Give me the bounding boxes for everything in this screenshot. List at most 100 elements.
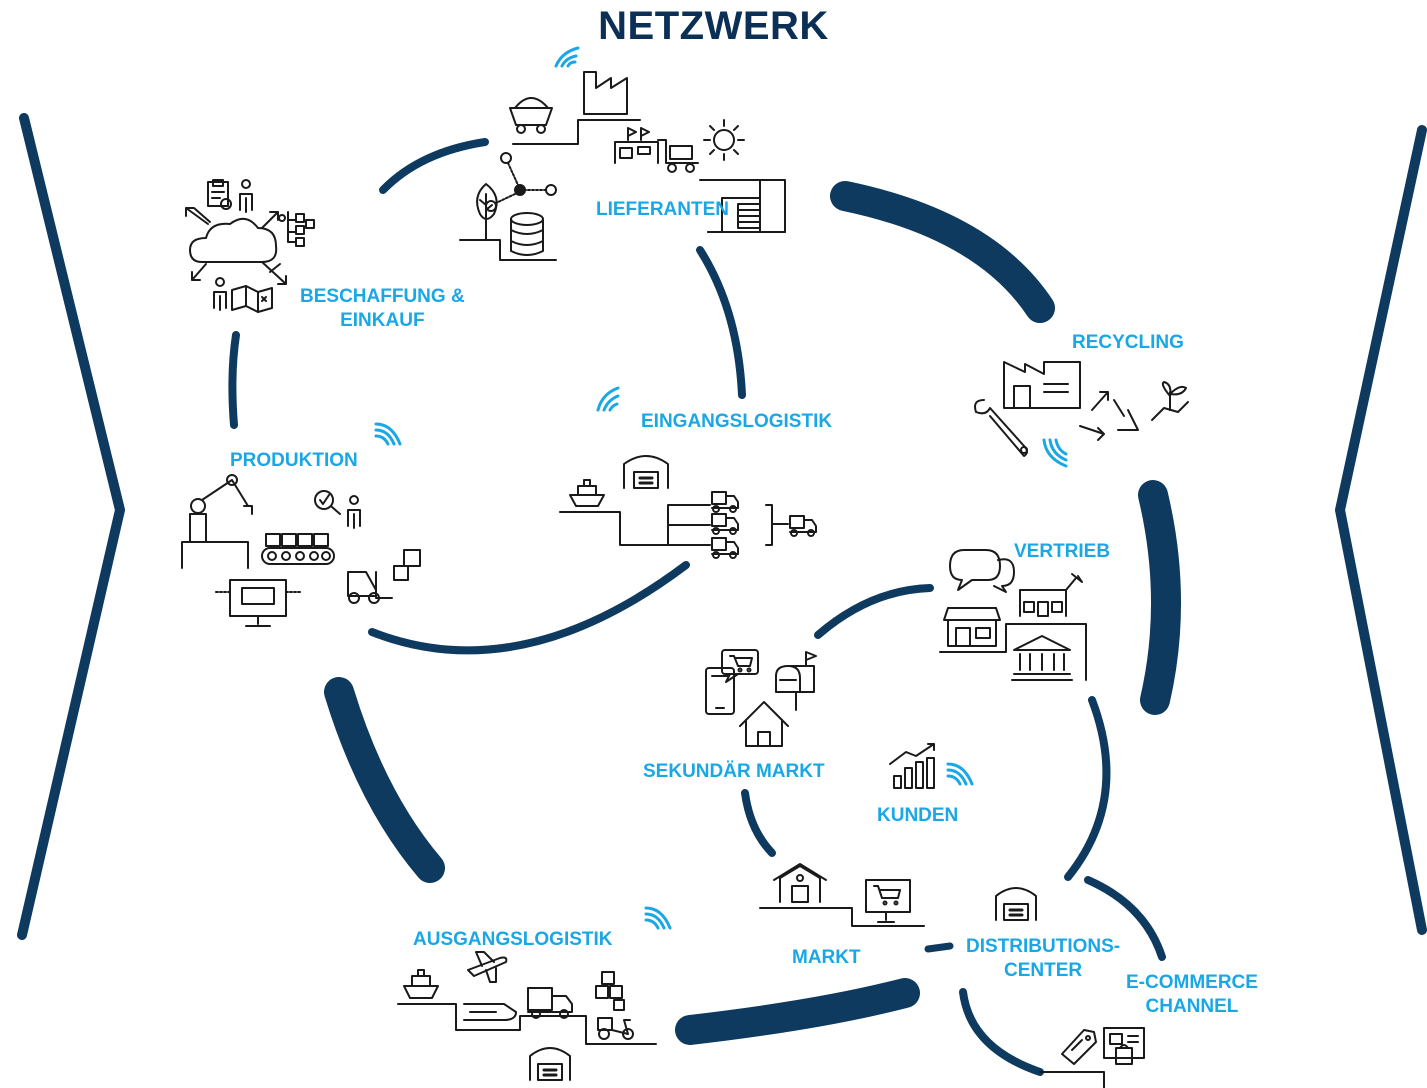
markt-step-line: [759, 907, 925, 927]
label-ausgangslogistik: AUSGANGSLOGISTIK: [413, 929, 613, 950]
ecommerce-icons: [1039, 1027, 1145, 1088]
warehouse-door-icon: [707, 179, 786, 233]
truck-icon-2: [711, 513, 739, 535]
train-icon: [463, 1003, 517, 1021]
house-icon: [739, 701, 789, 747]
supplier-step-line: [512, 119, 641, 145]
warehouse-icon: [623, 455, 669, 489]
label-sekundaer-markt: SEKUNDÄR MARKT: [643, 761, 825, 782]
label-distribution-line1: DISTRIBUTIONS-: [966, 936, 1121, 957]
produktion-icons: [181, 474, 421, 627]
wifi-icon-produktion: [374, 422, 402, 446]
arc-produktion-ausgang: [324, 677, 445, 883]
ausgangslogistik-icons: [397, 951, 657, 1081]
arrows-sw: [191, 263, 207, 281]
recycling-factory-icon: [1003, 361, 1081, 409]
arrows-ne: [261, 211, 279, 229]
wifi-icon-ausgang: [644, 906, 672, 930]
label-produktion: PRODUKTION: [230, 450, 358, 471]
eingangslogistik-icons: [559, 455, 817, 559]
arc-vertrieb-distribution: [1064, 696, 1111, 881]
cargo-bike-icon: [597, 1017, 634, 1040]
org-chart-icon: [278, 211, 315, 247]
cloud-icon: [189, 217, 278, 263]
smartphone-icon: [705, 667, 735, 715]
arc-distribution-ecommerce: [1084, 876, 1166, 961]
tree-icon: [476, 183, 498, 241]
wifi-icon-lieferanten: [554, 46, 580, 68]
arc-lieferanten-eingang: [696, 246, 746, 399]
truck-icon-3: [711, 537, 739, 559]
label-vertrieb: VERTRIEB: [1014, 541, 1111, 562]
label-ecommerce-line1: E-COMMERCE: [1126, 972, 1258, 993]
distribution-warehouse-icon: [995, 887, 1037, 921]
beschaffung-icons: [185, 179, 315, 313]
sun-icon: [703, 119, 745, 161]
production-step-line: [181, 541, 249, 569]
inspection-icon: [314, 490, 361, 529]
page-title: NETZWERK: [598, 4, 829, 48]
wifi-icon-recycling: [1042, 438, 1068, 468]
cart-bubble-icon: [721, 649, 759, 683]
mailbox-icon: [775, 651, 817, 711]
parcels-icon: [595, 971, 625, 1011]
arc-ausgang-distribution: [675, 978, 920, 1045]
arc-recycling-vertrieb: [1138, 480, 1182, 715]
label-lieferanten: LIEFERANTEN: [596, 199, 729, 220]
online-shop-icon: [865, 879, 911, 923]
price-tag-icon: [1061, 1029, 1097, 1065]
vertrieb-icons: [939, 549, 1087, 681]
arc-sekundaer-markt: [741, 789, 776, 857]
plane-icon: [467, 951, 508, 983]
store-front-icon: [773, 863, 827, 903]
right-chevron-frame: [1335, 125, 1427, 935]
label-recycling: RECYCLING: [1072, 332, 1184, 353]
truck-icon-1: [711, 491, 739, 513]
kunden-chart-icon: [889, 743, 935, 789]
label-distribution-line2: CENTER: [1003, 960, 1083, 981]
warehouse-building-icon: [614, 127, 659, 164]
sekundaer-icons: [705, 649, 817, 747]
store-building-icon: [1019, 573, 1083, 617]
ausgang-step-line: [397, 1003, 657, 1045]
shop-icon: [943, 607, 1001, 647]
arc-beschaffung-produktion: [228, 331, 240, 429]
database-icon: [510, 212, 544, 256]
truck-icon-4: [789, 515, 817, 537]
wifi-icon-kunden: [946, 762, 974, 786]
label-beschaffung-line2: EINKAUF: [340, 310, 425, 331]
label-distributionscenter: DISTRIBUTIONS- CENTER: [966, 935, 1120, 983]
label-ecommerce: E-COMMERCE CHANNEL: [1126, 971, 1258, 1019]
arc-distribution-ecommerce-icon: [959, 988, 1044, 1076]
ecommerce-base-line: [1039, 1071, 1105, 1088]
database-step-line: [459, 239, 557, 261]
mine-cart-icon: [509, 97, 553, 134]
label-beschaffung-line1: BESCHAFFUNG &: [300, 286, 465, 307]
wifi-icon-eingang: [596, 386, 620, 412]
markt-icons: [759, 863, 925, 927]
arrows-nw: [185, 207, 211, 225]
monitor-icon: [215, 579, 301, 627]
arrows-se: [261, 261, 287, 285]
left-chevron-frame: [17, 113, 125, 940]
ausgang-ship-icon: [403, 969, 439, 999]
arc-produktion-eingang: [368, 561, 690, 655]
label-eingangslogistik: EINGANGSLOGISTIK: [641, 411, 833, 432]
eingang-bracket: [765, 504, 789, 546]
map-icon: [231, 285, 273, 313]
ausgang-truck-icon: [527, 987, 573, 1019]
factory-icon: [583, 71, 628, 115]
label-ecommerce-line2: CHANNEL: [1145, 996, 1239, 1017]
arc-lieferanten-recycling: [830, 181, 1055, 323]
clipboard-icon: [207, 179, 232, 210]
bank-icon: [1011, 635, 1073, 681]
eingang-flow-line: [559, 504, 711, 546]
speech-bubbles-icon: [949, 549, 1015, 593]
ship-icon: [569, 479, 605, 507]
arc-beschaffung-lieferanten: [379, 138, 489, 194]
forklift-icon: [347, 549, 421, 604]
label-beschaffung: BESCHAFFUNG & EINKAUF: [300, 285, 465, 333]
label-markt: MARKT: [792, 947, 861, 968]
